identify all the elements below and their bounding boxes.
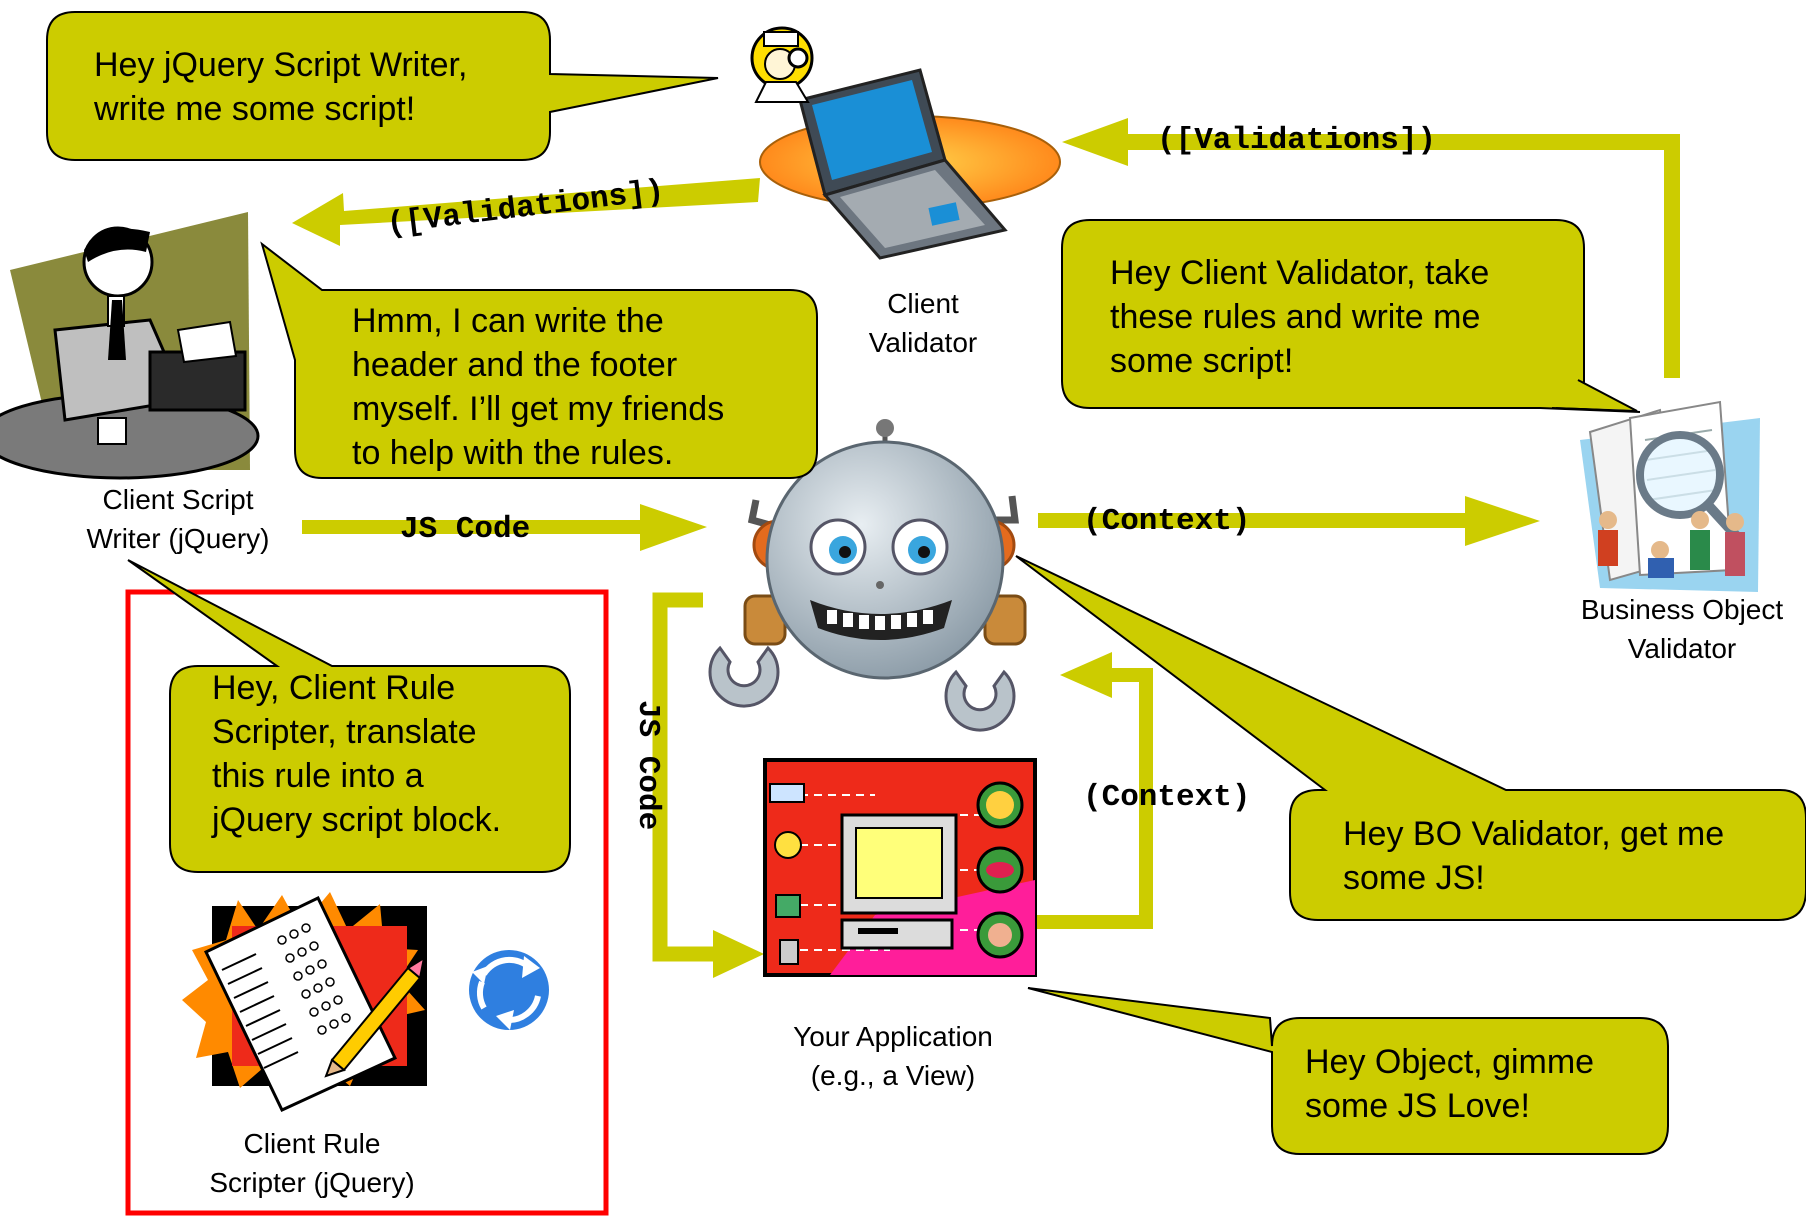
client-rule-scripter-label: Client Rule Scripter (jQuery) xyxy=(209,1128,414,1198)
man-at-typewriter-icon xyxy=(0,212,260,480)
svg-text:Client: Client xyxy=(887,288,959,319)
svg-text:Client Script: Client Script xyxy=(103,484,254,515)
speech-bubble-object-request: Hey Object, gimme some JS Love! xyxy=(1027,987,1669,1155)
laptop-with-inspector-icon xyxy=(750,26,1061,260)
arrow-label-js-code-to-hub: JS Code xyxy=(400,512,530,547)
svg-text:jQuery script block.: jQuery script block. xyxy=(211,801,501,839)
svg-text:these rules and write me: these rules and write me xyxy=(1110,298,1480,336)
arrow-label-js-code-to-app: JS Code xyxy=(630,700,665,830)
your-application-label: Your Application (e.g., a View) xyxy=(793,1021,993,1091)
speech-bubble-validator-request: Hey Client Validator, take these rules a… xyxy=(1061,219,1641,413)
arrow-client-validator-to-writer xyxy=(292,178,760,246)
svg-text:some script!: some script! xyxy=(1110,342,1293,380)
arrow-label-context-to-bo: (Context) xyxy=(1083,504,1250,539)
multimedia-computer-icon xyxy=(763,758,1037,977)
svg-text:Client Rule: Client Rule xyxy=(244,1128,381,1159)
arrow-hub-to-bo xyxy=(1038,496,1540,546)
svg-text:Hey, Client Rule: Hey, Client Rule xyxy=(212,669,455,707)
client-validator-label: Client Validator xyxy=(869,288,977,358)
svg-text:this rule into a: this rule into a xyxy=(212,757,424,795)
svg-text:write me some script!: write me some script! xyxy=(93,90,415,128)
arrow-hub-to-application xyxy=(652,592,764,978)
speech-bubble-writer-request: Hey jQuery Script Writer, write me some … xyxy=(46,11,719,161)
speech-bubble-scripter-request: Hey, Client Rule Scripter, translate thi… xyxy=(127,559,571,873)
robot-icon xyxy=(708,419,1027,732)
speech-bubble-writer-thought: Hmm, I can write the header and the foot… xyxy=(260,241,818,479)
arrow-label-validations-to-client: ([Validations]) xyxy=(1157,123,1436,158)
refresh-cycle-icon xyxy=(469,950,549,1030)
business-object-validator-label: Business Object Validator xyxy=(1581,594,1784,664)
svg-text:Your Application: Your Application xyxy=(793,1021,993,1052)
arrow-writer-to-hub xyxy=(302,504,707,551)
svg-text:header and the footer: header and the footer xyxy=(352,346,677,384)
arrow-application-to-hub xyxy=(1035,652,1153,929)
arrow-label-context-from-app: (Context) xyxy=(1083,780,1250,815)
document-with-pencil-icon xyxy=(182,892,427,1112)
svg-text:myself. I’ll get my friends: myself. I’ll get my friends xyxy=(352,390,724,428)
svg-text:to help with the rules.: to help with the rules. xyxy=(352,434,673,472)
svg-text:Writer (jQuery): Writer (jQuery) xyxy=(86,523,269,554)
svg-text:Hey Object, gimme: Hey Object, gimme xyxy=(1305,1043,1594,1081)
svg-text:Hey jQuery Script Writer,: Hey jQuery Script Writer, xyxy=(94,46,467,84)
svg-text:Scripter (jQuery): Scripter (jQuery) xyxy=(209,1167,414,1198)
arrow-bo-to-client-validator xyxy=(1062,118,1680,378)
svg-text:Hey BO Validator, get me: Hey BO Validator, get me xyxy=(1343,815,1724,853)
svg-text:Validator: Validator xyxy=(869,327,977,358)
arrow-label-validations-to-writer: ([Validations]) xyxy=(385,174,666,243)
svg-text:some JS Love!: some JS Love! xyxy=(1305,1087,1530,1125)
svg-text:Scripter, translate: Scripter, translate xyxy=(212,713,477,751)
svg-text:Hmm, I can write the: Hmm, I can write the xyxy=(352,302,664,340)
speech-bubble-bo-request: Hey BO Validator, get me some JS! xyxy=(1015,555,1806,921)
svg-text:Validator: Validator xyxy=(1628,633,1736,664)
client-rule-scripter-highlight xyxy=(125,589,609,1216)
svg-text:(e.g., a View): (e.g., a View) xyxy=(811,1060,975,1091)
client-script-writer-label: Client Script Writer (jQuery) xyxy=(86,484,269,554)
people-with-magnifier-icon xyxy=(1580,400,1760,592)
svg-text:Business Object: Business Object xyxy=(1581,594,1784,625)
svg-text:Hey Client Validator, take: Hey Client Validator, take xyxy=(1110,254,1489,292)
svg-text:some JS!: some JS! xyxy=(1343,859,1485,897)
